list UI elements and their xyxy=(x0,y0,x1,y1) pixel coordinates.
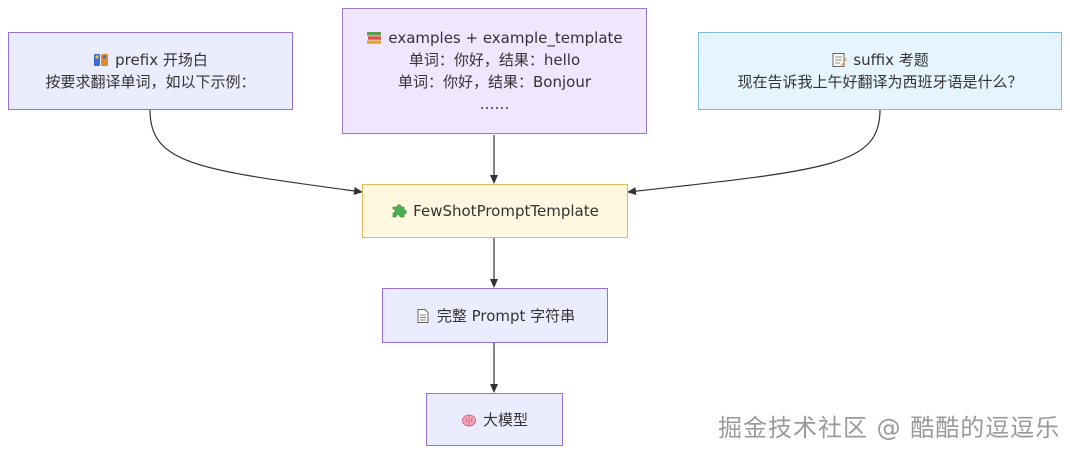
suffix-node: suffix 考题 现在告诉我上午好翻译为西班牙语是什么？ xyxy=(698,32,1062,110)
prompt-node: 完整 Prompt 字符串 xyxy=(382,288,608,343)
prefix-title: prefix 开场白 xyxy=(115,51,208,69)
books-icon xyxy=(366,30,382,46)
watermark-text: 掘金技术社区 @ 酷酷的逗逗乐 xyxy=(718,414,1061,442)
suffix-line: 现在告诉我上午好翻译为西班牙语是什么？ xyxy=(737,73,1023,91)
puzzle-piece-icon xyxy=(391,203,407,219)
puzzle-person-icon xyxy=(93,52,109,68)
fewshot-node: FewShotPromptTemplate xyxy=(362,184,628,238)
prompt-title: 完整 Prompt 字符串 xyxy=(436,306,576,325)
llm-node: 大模型 xyxy=(426,393,563,446)
examples-node: examples + example_template 单词：你好，结果：hel… xyxy=(342,8,647,134)
edge-suffix-to-fewshot xyxy=(627,109,881,196)
memo-icon xyxy=(831,52,848,68)
fewshot-title: FewShotPromptTemplate xyxy=(413,202,599,220)
brain-icon xyxy=(461,412,477,428)
llm-title: 大模型 xyxy=(482,410,528,429)
edge-prefix-to-fewshot xyxy=(149,109,363,195)
suffix-title: suffix 考题 xyxy=(853,51,929,69)
page-icon xyxy=(415,308,431,324)
examples-line-1: 单词：你好，结果：hello xyxy=(408,51,581,69)
examples-title: examples + example_template xyxy=(388,29,623,47)
examples-line-2: 单词：你好，结果：Bonjour xyxy=(398,73,591,91)
prefix-line: 按要求翻译单词，如以下示例： xyxy=(45,73,256,91)
prefix-node: prefix 开场白 按要求翻译单词，如以下示例： xyxy=(8,32,293,110)
examples-line-3: …… xyxy=(479,95,510,113)
